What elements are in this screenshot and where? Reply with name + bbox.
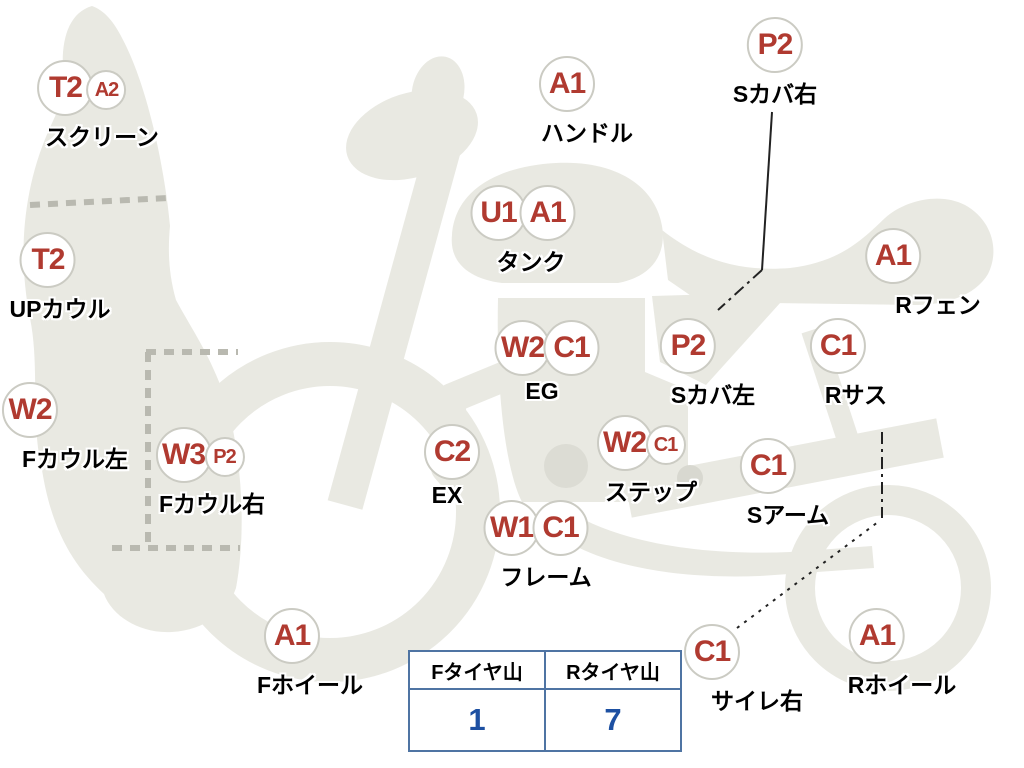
annotation-exhaust: C2 EX [424,424,480,509]
annotation-s-cover-right: P2 Sカバ右 [733,17,817,109]
part-label: Fカウル右 [158,491,266,517]
annotation-tank: U1 A1 タンク [470,185,576,277]
annotation-step: W2 C1 ステップ [595,415,697,507]
annotation-up-cowl: T2 UPカウル [0,232,110,324]
condition-code-badge: C1 [543,320,600,376]
condition-code-badge: A1 [849,608,905,664]
badge-group: W3 P2 [155,427,245,483]
condition-code-badge: A1 [519,185,576,241]
annotation-f-wheel: A1 Fホイール [239,608,363,700]
front-tire-tread-value: 1 [408,688,546,752]
condition-code-badge: W2 [2,382,58,438]
rear-tire-tread-header: Rタイヤ山 [544,650,682,690]
badge-group: T2 A2 [37,60,127,116]
condition-code-badge: W2 [596,415,653,471]
screen-panel-line [29,195,169,208]
condition-code-badge: T2 [37,60,94,116]
badge-group: P2 [747,17,803,73]
part-label: サイレ右 [711,688,803,714]
mirror-shape [411,56,465,128]
annotation-frame: W1 C1 フレーム [483,500,592,592]
silencer-shape [548,505,874,577]
tire-tread-table: Fタイヤ山 Rタイヤ山 1 7 [408,650,682,752]
condition-code-badge: T2 [19,232,76,288]
badge-group: C2 [424,424,480,480]
front-tire-tread-header: Fタイヤ山 [408,650,546,690]
condition-code-badge: W2 [494,320,551,376]
part-label: EG [525,378,559,404]
annotation-r-fender: A1 Rフェン [850,228,981,320]
rear-wheel [785,485,991,691]
part-label: Fカウル左 [21,446,129,472]
part-label: Rサス [824,382,888,408]
badge-group: C1 [684,624,740,680]
condition-code-badge: U1 [470,185,527,241]
part-label: ステップ [605,479,697,505]
part-label: ハンドル [541,120,633,146]
condition-code-badge: W1 [483,500,540,556]
tire-tread-value-row: 1 7 [408,688,682,752]
condition-code-badge: A1 [539,56,595,112]
condition-code-badge: C1 [684,624,740,680]
part-label: Sカバ右 [732,81,818,107]
annotation-screen: T2 A2 スクリーン [25,60,159,152]
engine-detail [544,444,588,488]
condition-code-badge: P2 [660,318,716,374]
condition-code-badge: C1 [740,438,796,494]
condition-code-badge: W3 [155,427,212,483]
condition-code-badge: A1 [865,228,921,284]
annotation-s-cover-left: P2 Sカバ左 [646,318,755,410]
badge-group: T2 [19,232,76,288]
condition-code-badge: P2 [747,17,803,73]
part-label: UPカウル [9,296,111,322]
panel-separation-lines [29,195,240,551]
badge-group: W2 C1 [596,415,686,471]
condition-code-badge: P2 [204,437,245,477]
badge-group: C1 [810,318,866,374]
annotation-f-cowl-right: W3 P2 Fカウル右 [147,427,265,519]
annotation-f-cowl-left: W2 Fカウル左 [0,382,128,474]
annotation-r-wheel: A1 Rホイール [823,608,956,700]
part-label: Rフェン [895,292,981,318]
annotation-silencer-right: C1 サイレ右 [666,624,803,716]
part-label: Sアーム [746,502,830,528]
part-label: Sカバ左 [670,382,756,408]
leader-line-s-cover-right [761,111,773,271]
badge-group: W2 C1 [494,320,600,376]
tire-tread-header-row: Fタイヤ山 Rタイヤ山 [408,650,682,690]
part-label: Rホイール [847,672,957,698]
annotation-swing-arm: C1 Sアーム [727,438,829,530]
badge-group: W2 [2,382,58,438]
annotation-engine: W2 C1 EG [494,320,600,405]
seat-tail-shape [662,198,994,305]
part-label: フレーム [500,564,592,590]
part-label: Fホイール [256,672,364,698]
rear-tire-tread-value: 7 [544,688,682,752]
badge-group: A1 [865,228,921,284]
front-fork [327,100,473,510]
annotation-handlebar: A1 ハンドル [521,56,633,148]
badge-group: P2 [660,318,716,374]
badge-group: W1 C1 [483,500,589,556]
annotation-r-suspension: C1 Rサス [807,318,887,410]
badge-group: A1 [264,608,320,664]
badge-group: A1 [849,608,905,664]
condition-code-badge: A1 [264,608,320,664]
badge-group: C1 [740,438,796,494]
condition-code-badge: C1 [532,500,589,556]
part-label: スクリーン [45,124,159,150]
badge-group: A1 [539,56,595,112]
condition-code-badge: A2 [86,70,127,110]
leader-lines [717,111,883,629]
step-detail [677,465,703,491]
leader-line-silencer-dotted [736,521,879,629]
condition-code-badge: C1 [645,425,686,465]
condition-code-badge: C2 [424,424,480,480]
part-label: タンク [496,249,566,275]
leader-line-s-cover-right-dashdot [717,269,763,311]
badge-group: U1 A1 [470,185,576,241]
part-label: EX [431,482,463,508]
condition-code-badge: C1 [810,318,866,374]
